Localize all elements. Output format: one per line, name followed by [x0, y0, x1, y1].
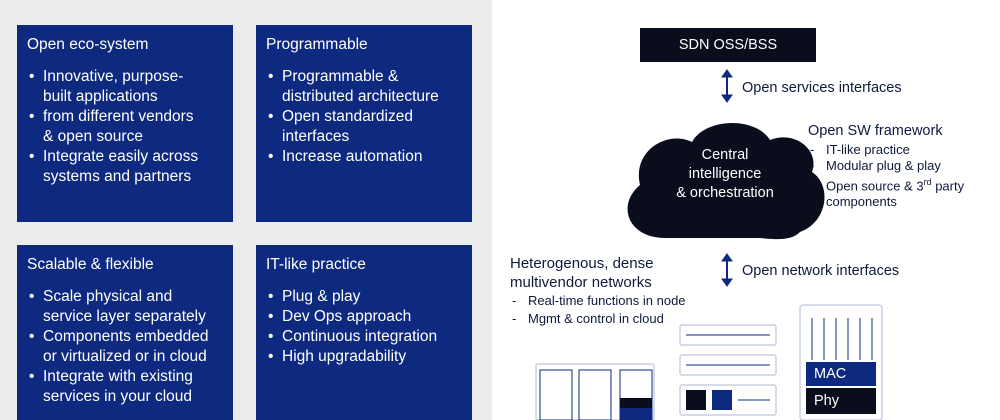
card-list: Programmable & distributed architecture O… — [266, 67, 462, 167]
networks-title: Heterogenous, dense multivendor networks — [510, 254, 653, 292]
line: High upgradability — [282, 348, 407, 365]
device-tall-icon — [799, 304, 883, 420]
card-title: Programmable — [266, 36, 368, 53]
line: distributed architecture — [282, 88, 439, 105]
card-title: Open eco-system — [27, 36, 149, 53]
line: multivendor networks — [510, 274, 652, 291]
list-item: Components embedded or virtualized or in … — [27, 327, 223, 367]
phy-label: Phy — [814, 393, 839, 409]
card-list: Scale physical and service layer separate… — [27, 287, 223, 407]
arrow-open-services — [721, 69, 733, 103]
list-item: Continuous integration — [266, 327, 462, 347]
line: Continuous integration — [282, 328, 438, 345]
list-item: Innovative, purpose-built applications — [27, 67, 223, 107]
card-open-eco-system: Open eco-system Innovative, purpose-buil… — [17, 25, 233, 222]
line: Components embedded — [43, 328, 209, 345]
line: Open source & 3 — [826, 178, 924, 194]
card-it-like-practice: IT-like practice Plug & play Dev Ops app… — [256, 245, 472, 420]
card-scalable-flexible: Scalable & flexible Scale physical and se… — [17, 245, 233, 420]
sdn-oss-bss-box: SDN OSS/BSS — [640, 28, 816, 62]
list-item: IT-like practice — [808, 142, 964, 158]
card-title: IT-like practice — [266, 256, 366, 273]
line: Heterogenous, dense — [510, 255, 654, 272]
line: & open source — [43, 128, 143, 145]
line: intelligence — [688, 166, 762, 182]
list-item: Open standardized interfaces — [266, 107, 462, 147]
list-item: Open source & 3rd party components — [808, 174, 964, 210]
open-services-label: Open services interfaces — [742, 80, 902, 96]
mac-label: MAC — [814, 366, 847, 382]
arrow-open-network — [721, 253, 733, 287]
line: Innovative, purpose- — [43, 68, 184, 85]
list-item: Modular plug & play — [808, 158, 964, 174]
line: & orchestration — [676, 185, 774, 201]
line: components — [826, 194, 897, 210]
list-item: Real-time functions in node — [510, 293, 686, 309]
list-item: Increase automation — [266, 147, 462, 167]
line: Central — [701, 147, 749, 163]
line: systems and partners — [43, 168, 192, 185]
line: Programmable & — [282, 68, 399, 85]
line: Integrate easily across — [43, 148, 199, 165]
list-item: Integrate with existing services in your … — [27, 367, 223, 407]
list-item: Scale physical and service layer separate… — [27, 287, 223, 327]
list-item: Mgmt & control in cloud — [510, 311, 686, 327]
line: from different vendors — [43, 108, 194, 125]
line: Plug & play — [282, 288, 361, 305]
line: party — [931, 178, 965, 194]
open-network-label: Open network interfaces — [742, 263, 900, 279]
card-list: Innovative, purpose-built applications f… — [27, 67, 223, 187]
card-programmable: Programmable Programmable & distributed a… — [256, 25, 472, 222]
line: Dev Ops approach — [282, 308, 412, 325]
list-item: Dev Ops approach — [266, 307, 462, 327]
line: interfaces — [282, 128, 350, 145]
device-small-icon — [535, 363, 655, 420]
device-stack-icon — [679, 324, 777, 416]
line: Scale physical and — [43, 288, 173, 305]
line: services in your cloud — [43, 388, 193, 405]
framework-title: Open SW framework — [808, 123, 943, 139]
list-item: High upgradability — [266, 347, 462, 367]
list-item: Programmable & distributed architecture — [266, 67, 462, 107]
card-list: Plug & play Dev Ops approach Continuous … — [266, 287, 462, 367]
framework-list: IT-like practice Modular plug & play Ope… — [808, 142, 964, 210]
card-title: Scalable & flexible — [27, 256, 154, 273]
line: Integrate with existing — [43, 368, 193, 385]
line: or virtualized or in cloud — [43, 348, 207, 365]
networks-list: Real-time functions in node Mgmt & contr… — [510, 293, 686, 327]
cloud-label: Central intelligence & orchestration — [650, 146, 800, 203]
line: service layer separately — [43, 308, 206, 325]
list-item: Plug & play — [266, 287, 462, 307]
line: Open standardized — [282, 108, 413, 125]
line: Increase automation — [282, 148, 423, 165]
list-item: Integrate easily across systems and partn… — [27, 147, 223, 187]
line: built applications — [43, 88, 158, 105]
list-item: from different vendors & open source — [27, 107, 223, 147]
cloud-icon — [627, 122, 825, 240]
superscript: rd — [923, 177, 932, 187]
